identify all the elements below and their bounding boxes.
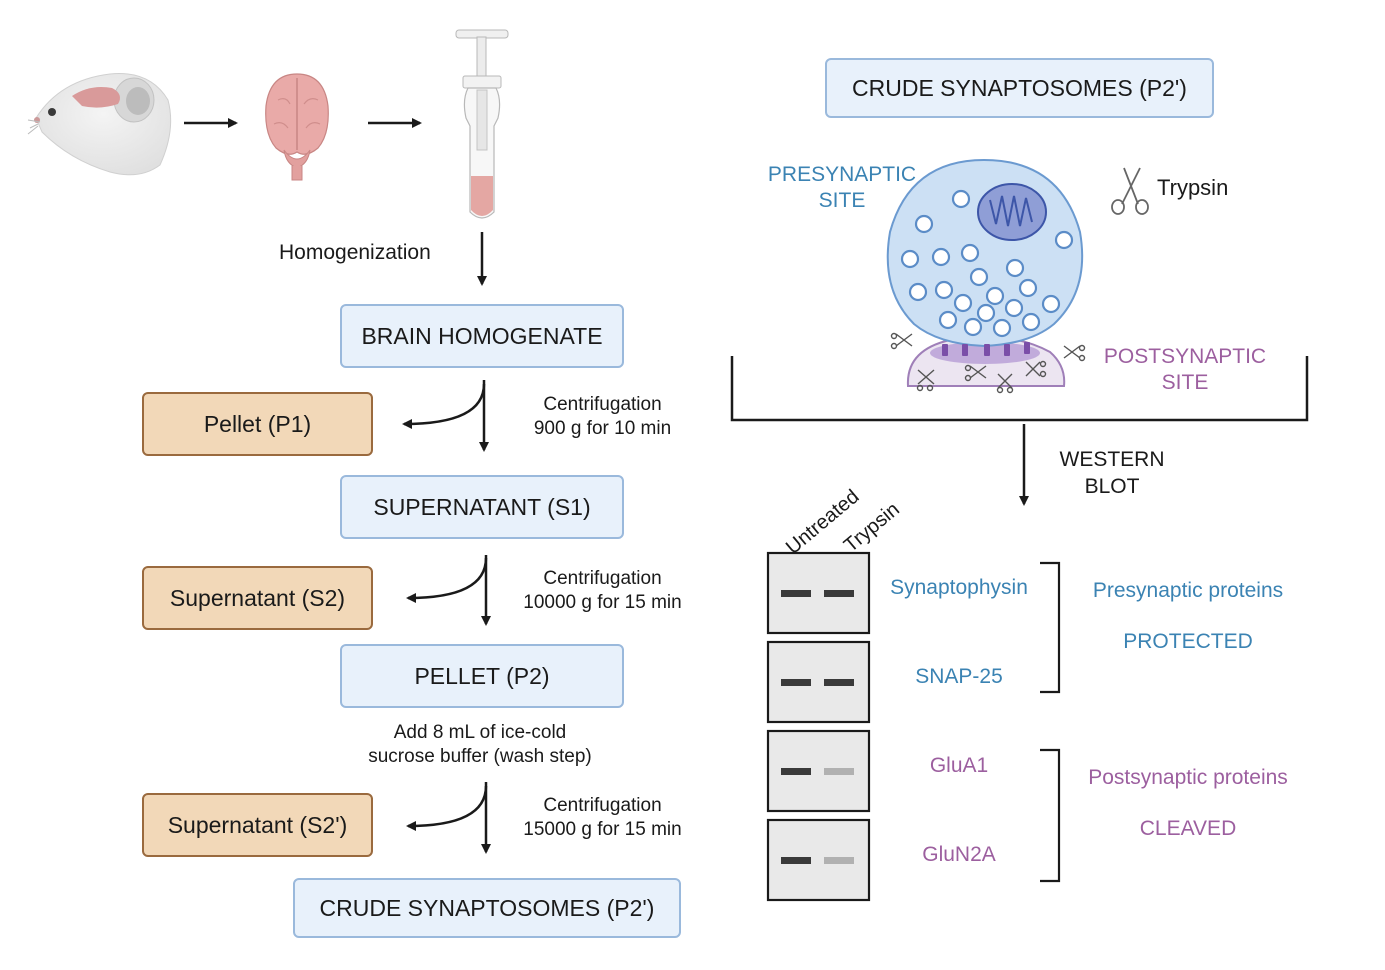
presynaptic-line2: SITE <box>818 189 866 212</box>
supernatant-s2-box: Supernatant (S2) <box>142 566 373 630</box>
presynaptic-line1: PRESYNAPTIC <box>767 163 917 186</box>
step-1-conditions: 900 g for 10 min <box>533 418 672 439</box>
supernatant-s1-box: SUPERNATANT (S1) <box>340 475 624 539</box>
presynaptic-bracket <box>1040 561 1061 694</box>
postsynaptic-line1: POSTSYNAPTIC <box>1103 345 1267 368</box>
band-trypsin-glun2a <box>824 857 854 864</box>
pellet-p1-box: Pellet (P1) <box>142 392 373 456</box>
synapse-illustration <box>886 158 1086 394</box>
protein-label-synaptophysin: Synaptophysin <box>890 576 1028 599</box>
trypsin-label: Trypsin <box>1157 175 1229 200</box>
scissors-icon <box>1111 167 1149 215</box>
right-title-box: CRUDE SYNAPTOSOMES (P2') <box>825 58 1214 118</box>
small-scissors-icons <box>890 332 1086 394</box>
homogenizer-icon <box>455 29 509 219</box>
wash-step-line1: Add 8 mL of ice-cold <box>393 722 567 743</box>
centrifugation-branch-1 <box>402 380 489 452</box>
mouse-icon <box>27 73 172 176</box>
centrifugation-step-2: Centrifugation 10000 g for 15 min <box>500 567 705 615</box>
step-2-title: Centrifugation <box>543 568 662 589</box>
brain-icon <box>265 73 329 181</box>
centrifugation-step-3: Centrifugation 15000 g for 15 min <box>500 794 705 842</box>
step-2-conditions: 10000 g for 15 min <box>523 592 682 613</box>
protein-label-snap25: SNAP-25 <box>915 665 1003 688</box>
vesicles <box>900 189 1074 338</box>
western-blot-line2: BLOT <box>1084 475 1140 498</box>
protein-label-glun2a: GluN2A <box>922 843 996 866</box>
wash-step: Add 8 mL of ice-cold sucrose buffer (was… <box>330 721 630 769</box>
presynaptic-status: PROTECTED <box>1123 630 1253 653</box>
band-untreated-synaptophysin <box>781 590 811 597</box>
homogenization-label: Homogenization <box>279 241 431 264</box>
supernatant-s2-prime-box: Supernatant (S2') <box>142 793 373 857</box>
band-trypsin-snap-25 <box>824 679 854 686</box>
synapse-bracket <box>730 356 1309 422</box>
postsynaptic-bracket <box>1040 748 1061 883</box>
presynaptic-proteins-title: Presynaptic proteins <box>1092 579 1284 602</box>
band-untreated-snap-25 <box>781 679 811 686</box>
western-blot-label: WESTERN BLOT <box>1048 446 1176 500</box>
postsynaptic-status: CLEAVED <box>1139 817 1237 840</box>
band-trypsin-synaptophysin <box>824 590 854 597</box>
western-blot-line1: WESTERN <box>1059 448 1165 471</box>
pellet-p2-box: PELLET (P2) <box>340 644 624 708</box>
protein-label-glua1: GluA1 <box>929 754 989 777</box>
mitochondrion-icon <box>977 183 1047 241</box>
postsynaptic-proteins-title: Postsynaptic proteins <box>1088 766 1288 789</box>
step-1-title: Centrifugation <box>543 394 662 415</box>
receptors <box>942 342 1030 356</box>
postsynaptic-site-label: POSTSYNAPTIC SITE <box>1092 344 1278 396</box>
centrifugation-step-1: Centrifugation 900 g for 10 min <box>500 393 705 441</box>
centrifugation-branch-3 <box>406 782 491 854</box>
crude-synaptosomes-box: CRUDE SYNAPTOSOMES (P2') <box>293 878 681 938</box>
centrifugation-branch-2 <box>406 555 491 626</box>
western-blot-panels <box>766 551 871 902</box>
postsynaptic-line2: SITE <box>1161 371 1209 394</box>
step-3-conditions: 15000 g for 15 min <box>523 819 682 840</box>
presynaptic-site-label: PRESYNAPTIC SITE <box>752 162 932 214</box>
band-untreated-glua1 <box>781 768 811 775</box>
wash-step-line2: sucrose buffer (wash step) <box>368 746 592 767</box>
band-trypsin-glua1 <box>824 768 854 775</box>
step-3-title: Centrifugation <box>543 795 662 816</box>
brain-homogenate-box: BRAIN HOMOGENATE <box>340 304 624 368</box>
band-untreated-glun2a <box>781 857 811 864</box>
